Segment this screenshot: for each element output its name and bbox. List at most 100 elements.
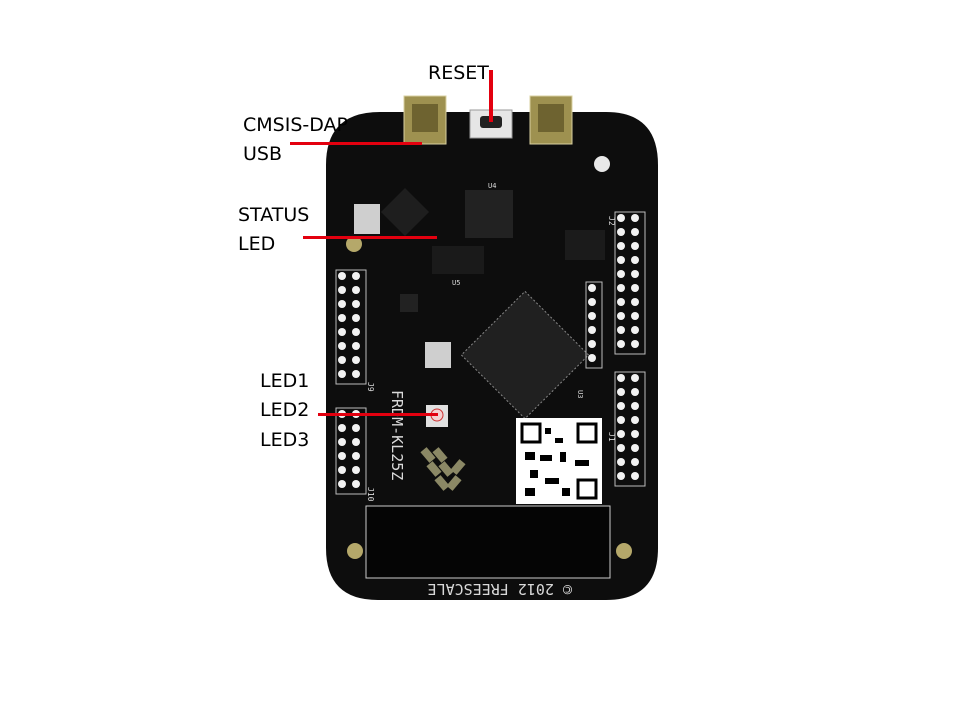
led3-label: LED3 — [260, 429, 310, 451]
freescale-logo — [420, 447, 466, 491]
header-pin — [631, 374, 639, 382]
header-pin — [617, 326, 625, 334]
header-pin — [617, 430, 625, 438]
header-pin — [617, 472, 625, 480]
usb-connector-kl25z — [529, 95, 573, 145]
header-pin — [631, 298, 639, 306]
header-pin — [631, 284, 639, 292]
reset-label: RESET — [428, 62, 489, 84]
led2-label: LED2 — [260, 399, 310, 421]
qr-code — [516, 418, 602, 504]
mounting-hole — [616, 543, 632, 559]
header-pin — [588, 354, 596, 362]
header-pin — [617, 340, 625, 348]
header-label-j2: J2 — [607, 216, 616, 226]
header-pin — [617, 312, 625, 320]
header-pin — [338, 356, 346, 364]
label-area — [365, 505, 611, 579]
header-pin — [338, 328, 346, 336]
header-pin — [338, 370, 346, 378]
header-pin — [352, 286, 360, 294]
crystal — [354, 204, 380, 234]
header-pin — [352, 356, 360, 364]
header-pin — [631, 312, 639, 320]
mounting-hole — [594, 156, 610, 172]
header-pin — [631, 388, 639, 396]
chip-k20 — [380, 187, 430, 237]
header-pin — [588, 340, 596, 348]
header-pin — [352, 480, 360, 488]
chip-u4 — [465, 190, 513, 238]
status-led-callout-line — [303, 236, 437, 239]
header-pin — [588, 284, 596, 292]
header-pin — [588, 312, 596, 320]
header-pin — [338, 424, 346, 432]
header-pin — [617, 298, 625, 306]
mounting-hole — [346, 236, 362, 252]
header-pin — [338, 342, 346, 350]
reset-button — [469, 109, 513, 139]
header-sda — [585, 281, 603, 369]
header-pin — [617, 284, 625, 292]
usb-label: USB — [243, 143, 283, 165]
chip-label-u5: U5 — [452, 279, 460, 287]
header-pin — [352, 424, 360, 432]
header-pin — [617, 402, 625, 410]
header-pin — [588, 298, 596, 306]
header-pin — [631, 242, 639, 250]
usb-connector-sda — [403, 95, 447, 145]
header-pin — [338, 438, 346, 446]
header-pin — [352, 370, 360, 378]
header-pin — [352, 314, 360, 322]
led-callout-line — [318, 413, 438, 416]
header-pin — [631, 256, 639, 264]
header-pin — [631, 214, 639, 222]
header-pin — [617, 416, 625, 424]
header-pin — [617, 374, 625, 382]
header-pin — [338, 452, 346, 460]
header-pin — [338, 272, 346, 280]
status-led-label: LED — [238, 233, 276, 255]
chip-label-u3: U3 — [576, 390, 584, 398]
header-label-j10: J10 — [366, 487, 375, 502]
usb-callout-line — [290, 142, 422, 145]
header-pin — [617, 270, 625, 278]
board-copyright: © 2012 FREESCALE — [428, 580, 573, 598]
header-pin — [352, 300, 360, 308]
chip-label-u4: U4 — [488, 182, 496, 190]
header-pin — [352, 328, 360, 336]
header-pin — [617, 214, 625, 222]
header-pin — [617, 256, 625, 264]
header-pin — [338, 466, 346, 474]
header-pin — [631, 444, 639, 452]
cmsis-dap-label: CMSIS-DAP — [243, 114, 348, 136]
crystal — [425, 342, 451, 368]
header-pin — [588, 326, 596, 334]
header-label-j9: J9 — [366, 382, 375, 392]
led1-label: LED1 — [260, 370, 310, 392]
header-pin — [338, 314, 346, 322]
header-pin — [617, 388, 625, 396]
accelerometer — [400, 294, 418, 312]
regulator — [565, 230, 605, 260]
header-pin — [352, 438, 360, 446]
header-pin — [631, 472, 639, 480]
header-pin — [352, 342, 360, 350]
header-pin — [631, 402, 639, 410]
header-pin — [631, 430, 639, 438]
header-pin — [617, 242, 625, 250]
header-j9 — [335, 269, 367, 385]
reset-callout-line — [489, 70, 493, 122]
header-pin — [631, 228, 639, 236]
chip-u5 — [432, 246, 484, 274]
status-label: STATUS — [238, 204, 310, 226]
header-pin — [352, 466, 360, 474]
header-pin — [631, 270, 639, 278]
header-pin — [617, 458, 625, 466]
header-pin — [338, 300, 346, 308]
header-j1 — [614, 371, 646, 487]
header-pin — [352, 452, 360, 460]
board-model-label: FRDM-KL25Z — [388, 390, 406, 480]
mounting-hole — [347, 543, 363, 559]
